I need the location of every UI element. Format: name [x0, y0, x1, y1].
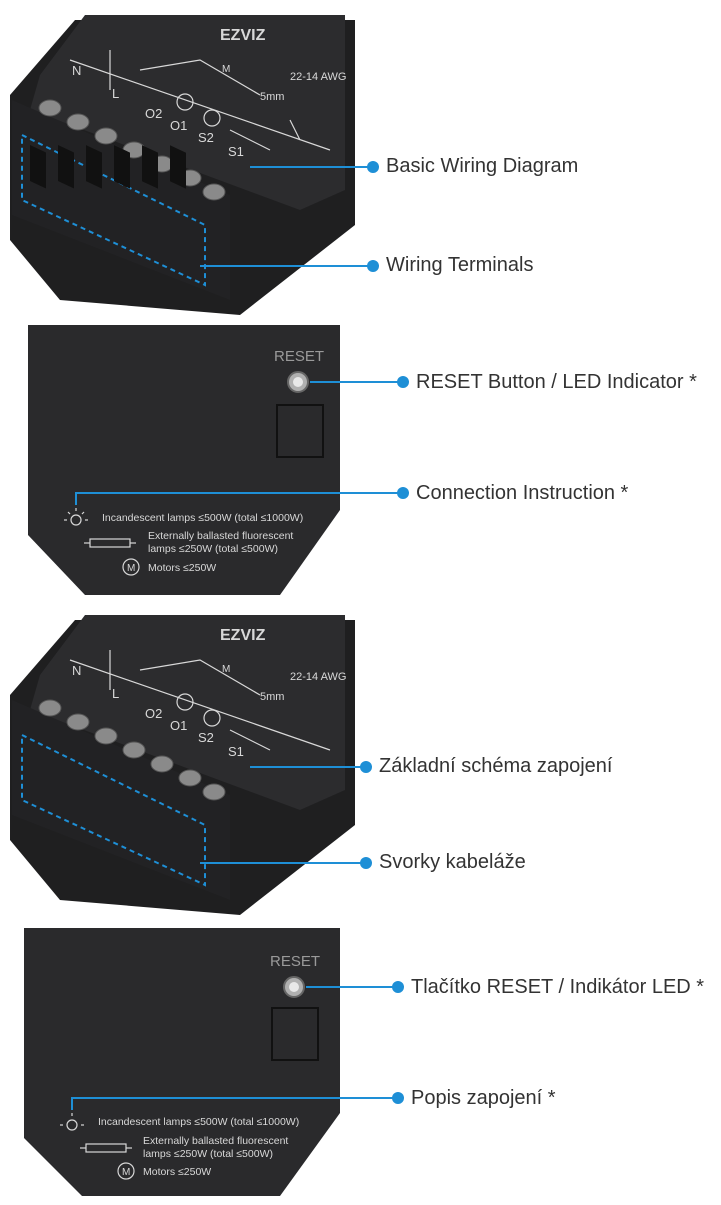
wiring-diagram-lines — [69, 650, 331, 751]
motor-symbol: M — [222, 64, 230, 75]
callout-dot-wiring-terminals — [367, 260, 379, 272]
lamp-icon — [64, 508, 88, 526]
svg-text:M: M — [127, 563, 135, 574]
callout-dot-connection-cs — [392, 1092, 404, 1104]
connection-instruction-text: Incandescent lamps ≤500W (total ≤1000W) … — [98, 1116, 299, 1178]
connection-line-motors: Motors ≤250W — [143, 1166, 211, 1178]
terminal-label-o1: O1 — [170, 118, 187, 133]
terminal-block — [12, 700, 230, 900]
device-top-face — [30, 15, 345, 210]
wiring-diagram-labels: N L O2 O1 S2 S1 5mm 22-14 AWG M EZVIZ — [72, 627, 346, 759]
device-bottom-illustration: RESET M Incandescent lamps ≤500W (total … — [28, 325, 409, 595]
reset-label: RESET — [274, 348, 324, 365]
terminal-label-s1: S1 — [228, 744, 244, 759]
wire-gauge: 22-14 AWG — [290, 71, 346, 83]
device-bottom-face — [28, 325, 340, 595]
reset-led-indicator — [293, 377, 303, 387]
strip-length: 5mm — [260, 91, 284, 103]
connection-line-incandescent: Incandescent lamps ≤500W (total ≤1000W) — [102, 512, 303, 524]
callout-dot-basic-wiring-cs — [360, 761, 372, 773]
callout-basic-wiring-cs: Základní schéma zapojení — [379, 755, 613, 777]
callout-wiring-terminals-cs: Svorky kabeláže — [379, 851, 526, 873]
rectangular-cutout — [276, 404, 324, 458]
callout-line-connection — [75, 492, 402, 505]
wiring-diagram-lines — [69, 50, 331, 151]
rectangular-cutout — [271, 1007, 319, 1061]
panel-device-bottom-cs: RESET M Incandescent lamps ≤500W (total … — [0, 928, 721, 1200]
panel-device-top-en: N L O2 O1 S2 S1 5mm 22-14 AWG M EZVIZ Ba… — [0, 0, 721, 320]
connection-instruction-text: Incandescent lamps ≤500W (total ≤1000W) … — [102, 512, 303, 574]
terminal-label-n: N — [72, 663, 81, 678]
terminal-slots — [30, 144, 186, 189]
connection-line-fluorescent-2: lamps ≤250W (total ≤500W) — [143, 1148, 273, 1160]
terminal-outline — [21, 733, 206, 887]
reset-led-indicator — [289, 982, 299, 992]
device-top-face — [30, 615, 345, 810]
motor-symbol: M — [222, 664, 230, 675]
device-top-illustration: N L O2 O1 S2 S1 5mm 22-14 AWG M EZVIZ — [10, 15, 379, 315]
terminal-outline — [21, 133, 206, 287]
fluorescent-icon — [80, 1143, 132, 1153]
device-top-illustration-cs: N L O2 O1 S2 S1 5mm 22-14 AWG M EZVIZ — [10, 615, 372, 915]
brand-logo: EZVIZ — [220, 27, 266, 44]
terminal-label-s1: S1 — [228, 144, 244, 159]
callout-reset-button-cs: Tlačítko RESET / Indikátor LED * — [411, 976, 705, 998]
callout-dot-reset-cs — [392, 981, 404, 993]
fluorescent-icon — [84, 538, 136, 548]
terminal-label-s2: S2 — [198, 730, 214, 745]
terminal-label-s2: S2 — [198, 130, 214, 145]
terminal-label-n: N — [72, 63, 81, 78]
terminal-label-l: L — [112, 686, 119, 701]
connection-line-fluorescent-2: lamps ≤250W (total ≤500W) — [148, 543, 278, 555]
lamp-icon — [60, 1113, 84, 1131]
callout-dot-wiring-terminals-cs — [360, 857, 372, 869]
callout-basic-wiring: Basic Wiring Diagram — [386, 155, 579, 177]
motor-icon: M — [122, 558, 140, 576]
panel-device-top-cs: N L O2 O1 S2 S1 5mm 22-14 AWG M EZVIZ Zá… — [0, 600, 721, 920]
callout-dot-reset — [397, 376, 409, 388]
callout-dot-connection — [397, 487, 409, 499]
panel-device-bottom-en: RESET M Incandescent lamps ≤500W (total … — [0, 325, 721, 600]
connection-line-fluorescent-1: Externally ballasted fluorescent — [148, 530, 293, 542]
device-bottom-face — [24, 928, 340, 1196]
terminal-screws — [38, 699, 226, 801]
callout-line-connection-cs — [71, 1097, 397, 1110]
connection-line-incandescent: Incandescent lamps ≤500W (total ≤1000W) — [98, 1116, 299, 1128]
wire-gauge: 22-14 AWG — [290, 671, 346, 683]
connection-line-motors: Motors ≤250W — [148, 562, 216, 574]
callout-connection-instruction-cs: Popis zapojení * — [411, 1087, 556, 1109]
device-bottom-illustration-cs: RESET M Incandescent lamps ≤500W (total … — [24, 928, 404, 1196]
callout-dot-basic-wiring — [367, 161, 379, 173]
callout-wiring-terminals: Wiring Terminals — [386, 254, 534, 276]
terminal-label-o1: O1 — [170, 718, 187, 733]
wiring-diagram-labels: N L O2 O1 S2 S1 5mm 22-14 AWG M EZVIZ — [72, 27, 346, 159]
svg-text:M: M — [122, 1167, 130, 1178]
callout-connection-instruction: Connection Instruction * — [416, 482, 629, 504]
strip-length: 5mm — [260, 691, 284, 703]
terminal-label-l: L — [112, 86, 119, 101]
brand-logo: EZVIZ — [220, 627, 266, 644]
terminal-label-o2: O2 — [145, 706, 162, 721]
connection-line-fluorescent-1: Externally ballasted fluorescent — [143, 1135, 288, 1147]
terminal-label-o2: O2 — [145, 106, 162, 121]
callout-reset-button: RESET Button / LED Indicator * — [416, 371, 697, 393]
motor-icon: M — [117, 1162, 135, 1180]
reset-label: RESET — [270, 953, 320, 970]
